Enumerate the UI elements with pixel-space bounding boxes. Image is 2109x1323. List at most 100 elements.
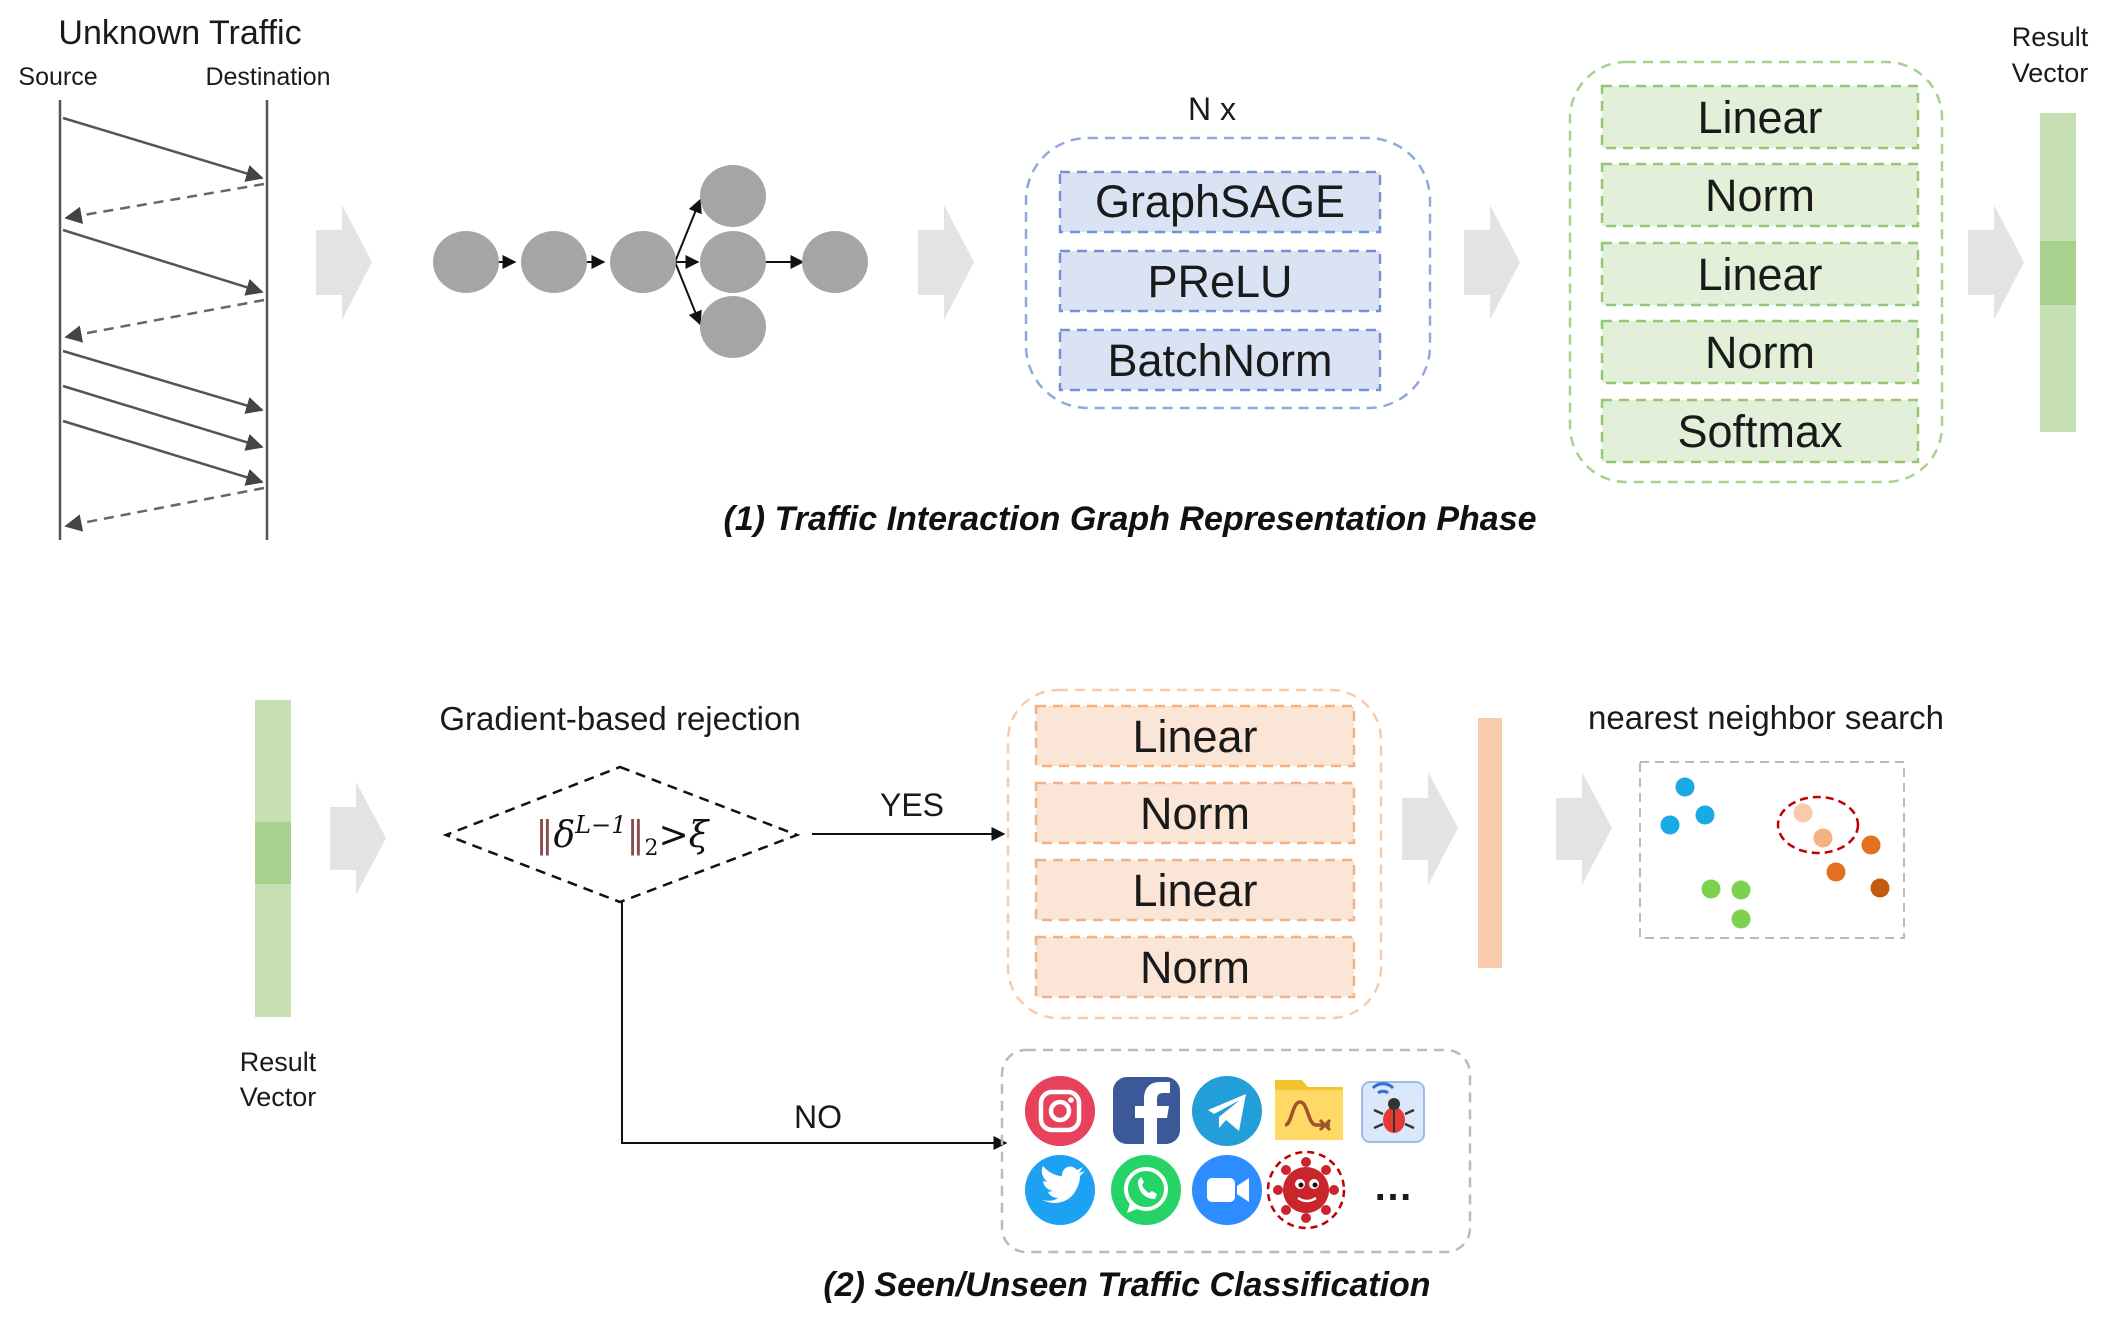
- source-label: Source: [18, 63, 97, 91]
- flow-arrow: [316, 205, 372, 320]
- cluster-point: [1813, 828, 1833, 848]
- linear-layer: [1034, 858, 1356, 922]
- vector-cell: [2040, 305, 2076, 432]
- query-circle: [1776, 795, 1860, 855]
- norm-label: Norm: [1705, 170, 1815, 221]
- result-label-line2: Vector: [2012, 58, 2089, 88]
- request-arrow: [62, 116, 264, 182]
- request-arrow: [62, 349, 264, 414]
- whatsapp-icon: [1111, 1155, 1181, 1225]
- phase2-title: (2) Seen/Unseen Traffic Classification: [823, 1266, 1430, 1304]
- response-arrow: [64, 182, 265, 224]
- linear-label: Linear: [1132, 711, 1257, 762]
- cluster-point: [1675, 777, 1695, 797]
- folder-icon: [1275, 1080, 1343, 1140]
- graph-node: [610, 231, 676, 293]
- flow-arrow: [1556, 772, 1612, 885]
- rejection-formula: ‖δL−1‖2>ξ: [535, 811, 710, 861]
- norm-label: Norm: [1705, 327, 1815, 378]
- gnn-container: [1024, 136, 1432, 410]
- response-arrow: [64, 298, 265, 343]
- graph-node: [433, 231, 499, 293]
- cluster-point: [1826, 862, 1846, 882]
- graph-node: [802, 231, 868, 293]
- linear-label: Linear: [1697, 92, 1822, 143]
- result-label-line1: Result: [2012, 22, 2089, 52]
- more-apps-ellipsis: …: [1373, 1165, 1413, 1209]
- projection-container: [1006, 688, 1383, 1020]
- vector-cell-highlight: [255, 822, 291, 884]
- result-label-line1: Result: [240, 1047, 317, 1077]
- graph-edge: [674, 261, 702, 326]
- norm-label: Norm: [1140, 942, 1250, 993]
- request-arrow: [62, 419, 264, 486]
- gnn-block: N x GraphSAGE PReLU BatchNorm: [1024, 91, 1432, 410]
- linear-label: Linear: [1132, 865, 1257, 916]
- graph-node: [521, 231, 587, 293]
- result-vector-phase1: Result Vector: [2012, 22, 2089, 432]
- decision-diamond: [442, 765, 801, 904]
- prelu-label: PReLU: [1147, 256, 1292, 307]
- linear-layer: [1034, 704, 1356, 768]
- result-vector-phase2: Result Vector: [240, 700, 317, 1112]
- vector-cell: [255, 700, 291, 822]
- destination-label: Destination: [205, 63, 330, 91]
- softmax-layer: [1600, 398, 1920, 464]
- app-icons-container: [1000, 1048, 1472, 1254]
- traffic-title: Unknown Traffic: [58, 14, 301, 52]
- traffic-sequence-diagram: Unknown Traffic Source Destination: [18, 14, 331, 540]
- embedding-space: [1639, 761, 1905, 939]
- prelu-layer: [1058, 249, 1382, 313]
- vector-cell-highlight: [2040, 241, 2076, 305]
- interaction-graph: [433, 165, 868, 358]
- result-label-line2: Vector: [240, 1082, 317, 1112]
- flow-arrow: [1464, 205, 1520, 320]
- telegram-icon: [1192, 1076, 1262, 1146]
- linear-layer: [1600, 84, 1920, 150]
- cluster-point: [1695, 805, 1715, 825]
- cluster-point: [1701, 879, 1721, 899]
- graph-node: [700, 165, 766, 227]
- embedding-vector: [1478, 718, 1502, 968]
- classifier-container: [1568, 60, 1944, 484]
- nearest-neighbor-search: nearest neighbor search: [1588, 699, 1944, 939]
- facebook-icon: [1113, 1077, 1180, 1144]
- flow-arrow: [918, 205, 974, 320]
- no-label: NO: [794, 1099, 842, 1135]
- graph-edge: [674, 198, 702, 263]
- twitter-icon: [1025, 1155, 1095, 1225]
- classifier-block: Linear Norm Linear Norm Softmax: [1568, 60, 1944, 484]
- graph-node: [700, 231, 766, 293]
- rejection-block: Gradient-based rejection ‖δL−1‖2>ξ YES N…: [439, 700, 1008, 1150]
- norm-layer: [1600, 162, 1920, 228]
- norm-layer: [1034, 781, 1356, 845]
- request-arrow: [62, 228, 264, 296]
- cluster-point: [1660, 815, 1680, 835]
- malware-icon: [1266, 1150, 1346, 1230]
- flow-arrow: [1968, 205, 2024, 320]
- cluster-point: [1731, 880, 1751, 900]
- norm-layer: [1600, 319, 1920, 385]
- instagram-icon: [1025, 1076, 1095, 1146]
- vector-cell: [255, 884, 291, 1017]
- linear-layer: [1600, 241, 1920, 307]
- softmax-label: Softmax: [1677, 406, 1843, 457]
- query-point: [1793, 803, 1813, 823]
- search-title: nearest neighbor search: [1588, 699, 1944, 736]
- no-arrow: [621, 902, 1008, 1150]
- cluster-point: [1731, 909, 1751, 929]
- app-icons-panel: …: [1000, 1048, 1472, 1254]
- batchnorm-label: BatchNorm: [1107, 335, 1332, 386]
- projection-block: Linear Norm Linear Norm: [1006, 688, 1383, 1020]
- flow-arrow: [330, 782, 386, 895]
- graphsage-label: GraphSAGE: [1095, 176, 1345, 227]
- flow-arrow: [1402, 772, 1458, 885]
- graphsage-layer: [1058, 170, 1382, 234]
- norm-label: Norm: [1140, 788, 1250, 839]
- repeat-label: N x: [1188, 91, 1236, 127]
- response-arrow: [64, 486, 265, 532]
- linear-label: Linear: [1697, 249, 1822, 300]
- phase1-title: (1) Traffic Interaction Graph Representa…: [723, 500, 1536, 538]
- yes-label: YES: [880, 787, 944, 823]
